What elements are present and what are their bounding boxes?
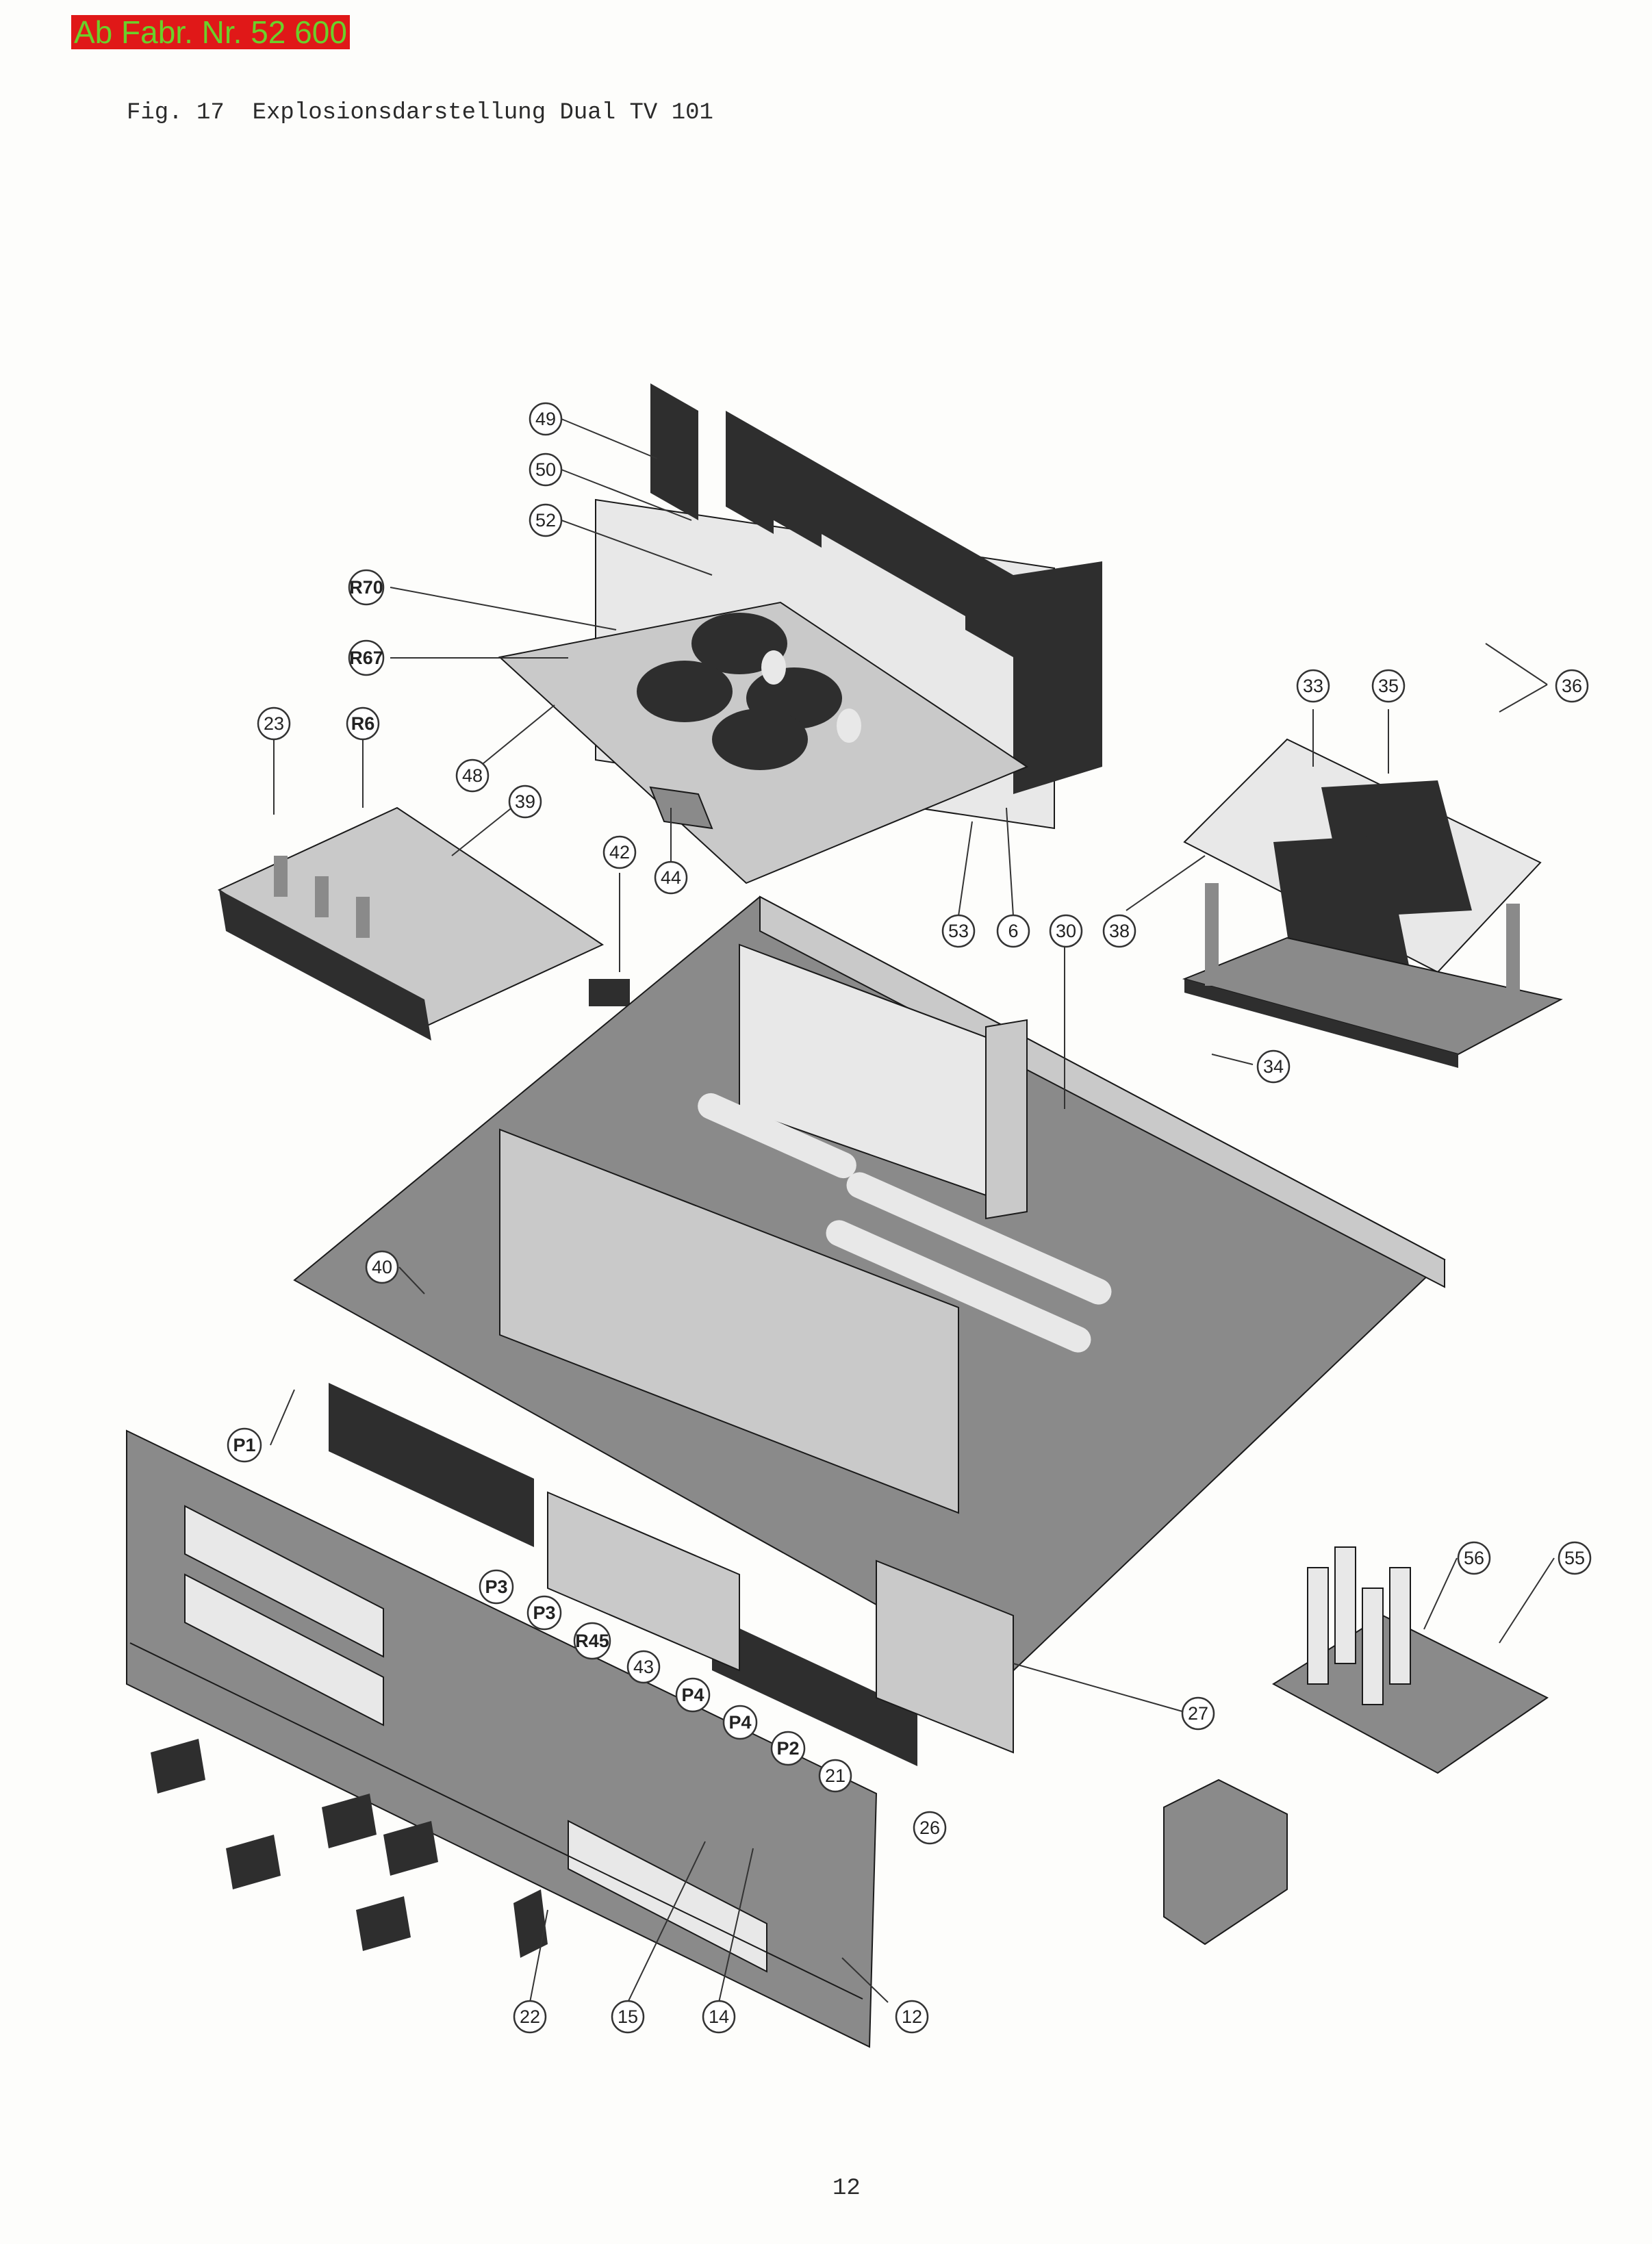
callout-P2: P2	[770, 1731, 806, 1766]
callout-53-label: 53	[948, 921, 969, 941]
electrolytic-capacitors	[637, 613, 861, 770]
callout-30: 30	[1049, 914, 1083, 948]
main-chassis	[293, 895, 1446, 1766]
callout-30-label: 30	[1056, 921, 1076, 941]
callout-48: 48	[455, 758, 490, 793]
heatsink-fins	[650, 383, 1102, 794]
part-44	[649, 786, 713, 830]
callout-33-label: 33	[1303, 676, 1323, 696]
callout-P3-b: P3	[526, 1595, 562, 1631]
figure-title: Fig. 17 Explosionsdarstellung Dual TV 10…	[127, 100, 713, 126]
callout-56: 56	[1457, 1541, 1491, 1575]
pcb-55-56	[1272, 1546, 1549, 1774]
callout-35-label: 35	[1378, 676, 1399, 696]
callout-44-label: 44	[661, 867, 681, 888]
callout-P4-a: P4	[675, 1677, 711, 1713]
callout-P4a-label: P4	[681, 1685, 704, 1705]
callout-40-label: 40	[372, 1257, 392, 1277]
callout-21: 21	[818, 1759, 852, 1793]
callout-P2-label: P2	[776, 1738, 799, 1759]
callout-53: 53	[941, 914, 976, 948]
callout-44: 44	[654, 860, 688, 895]
callout-26-label: 26	[919, 1818, 940, 1838]
callout-P1-label: P1	[233, 1435, 255, 1455]
part-42	[589, 979, 630, 1006]
side-bracket	[1163, 1778, 1288, 1946]
callout-15: 15	[611, 2000, 645, 2034]
callout-27-label: 27	[1188, 1703, 1208, 1724]
callout-27: 27	[1181, 1696, 1215, 1731]
callout-14-label: 14	[709, 2006, 729, 2027]
callout-43: 43	[626, 1650, 661, 1684]
callout-23: 23	[257, 706, 291, 741]
callout-38: 38	[1102, 914, 1136, 948]
keypad-block-right	[712, 1616, 917, 1766]
callout-50: 50	[529, 452, 563, 487]
leader-lines	[270, 418, 1555, 2003]
front-panel	[126, 1429, 878, 2048]
callouts: 49 50 52 R70 R67 23 R6 48 39 42 44 53 6 …	[227, 402, 1592, 2034]
callout-39-label: 39	[515, 791, 535, 812]
callout-43-label: 43	[633, 1657, 654, 1677]
callout-23-label: 23	[264, 713, 284, 734]
serial-number-stamp: Ab Fabr. Nr. 52 600	[71, 15, 350, 49]
callout-36: 36	[1555, 669, 1589, 703]
callout-36-label: 36	[1562, 676, 1582, 696]
callout-52-label: 52	[535, 510, 556, 531]
callout-22-label: 22	[520, 2006, 540, 2027]
callout-14: 14	[702, 2000, 736, 2034]
callout-49-label: 49	[535, 409, 556, 429]
callout-R6-label: R6	[351, 713, 375, 734]
keypad-block-left	[329, 1383, 534, 1547]
callout-33: 33	[1296, 669, 1330, 703]
callout-50-label: 50	[535, 459, 556, 480]
callout-12: 12	[895, 2000, 929, 2034]
callout-55-label: 55	[1564, 1548, 1585, 1568]
callout-34-label: 34	[1263, 1056, 1284, 1077]
callout-P3a-label: P3	[485, 1577, 507, 1597]
callout-39: 39	[508, 785, 542, 819]
loose-buttons	[151, 1739, 548, 1958]
callout-48-label: 48	[462, 765, 483, 786]
callout-R70: R70	[348, 569, 385, 606]
callout-56-label: 56	[1464, 1548, 1484, 1568]
callout-R67: R67	[348, 639, 385, 676]
callout-52: 52	[529, 503, 563, 537]
key-pcb-left	[217, 806, 605, 1041]
callout-6: 6	[996, 914, 1030, 948]
callout-R45-label: R45	[575, 1631, 609, 1651]
transformer-assembly	[1182, 738, 1563, 1068]
callout-15-label: 15	[618, 2006, 638, 2027]
callout-R67-label: R67	[349, 648, 383, 668]
callout-22: 22	[513, 2000, 547, 2034]
callout-12-label: 12	[902, 2006, 922, 2027]
callout-49: 49	[529, 402, 563, 436]
callout-R45: R45	[573, 1622, 611, 1660]
callout-21-label: 21	[825, 1765, 846, 1786]
callout-34: 34	[1256, 1049, 1291, 1084]
callout-55: 55	[1558, 1541, 1592, 1575]
callout-R70-label: R70	[349, 577, 383, 598]
callout-38-label: 38	[1109, 921, 1130, 941]
callout-6-label: 6	[1008, 921, 1018, 941]
callout-P4-b: P4	[722, 1705, 758, 1740]
callout-P3b-label: P3	[533, 1603, 555, 1623]
heatsink-assembly	[498, 383, 1102, 884]
callout-R6: R6	[346, 706, 380, 741]
callout-P1: P1	[227, 1427, 262, 1463]
callout-42-label: 42	[609, 842, 630, 863]
callout-26: 26	[913, 1811, 947, 1845]
callout-35: 35	[1371, 669, 1406, 703]
page-number: 12	[833, 2176, 861, 2202]
callout-P3-a: P3	[479, 1569, 514, 1605]
callout-P4b-label: P4	[728, 1712, 751, 1733]
callout-40: 40	[365, 1250, 399, 1284]
chassis-cutouts	[698, 1093, 1112, 1353]
callout-42: 42	[602, 835, 637, 869]
